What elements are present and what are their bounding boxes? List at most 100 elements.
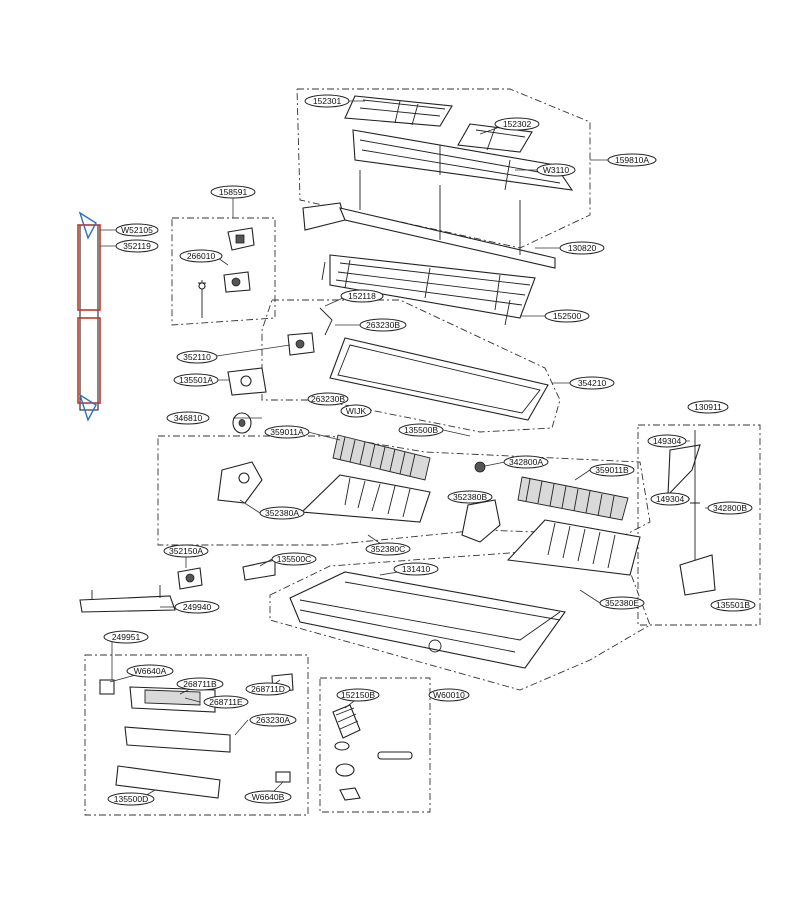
group-boundary-filter-frame xyxy=(261,299,561,433)
motor-bracket-group xyxy=(198,227,255,318)
label-152301: 152301 xyxy=(304,94,350,108)
label-352110: 352110 xyxy=(176,350,218,364)
svg-text:W60010: W60010 xyxy=(433,690,465,700)
label-152150b: 152150B xyxy=(336,688,380,702)
label-135500c: 135500C xyxy=(271,552,317,566)
svg-text:149304: 149304 xyxy=(653,436,682,446)
label-w3110: W3110 xyxy=(536,163,576,177)
label-346810: 346810 xyxy=(166,411,210,425)
label-266010: 266010 xyxy=(179,249,223,263)
label-152118: 152118 xyxy=(340,289,384,303)
label-135501a: 135501A xyxy=(173,373,219,387)
label-342800b: 342800B xyxy=(707,501,753,515)
label-131410: 131410 xyxy=(393,562,439,576)
wiring-strip-left xyxy=(77,211,101,422)
label-152302: 152302 xyxy=(494,117,540,131)
label-268711e: 268711E xyxy=(203,695,249,709)
label-249951: 249951 xyxy=(103,630,149,644)
label-135500b: 135500B xyxy=(398,423,444,437)
label-354210: 354210 xyxy=(569,376,615,390)
svg-text:352150A: 352150A xyxy=(169,546,203,556)
filter-frame-left xyxy=(344,95,453,127)
svg-text:W6640B: W6640B xyxy=(252,792,285,802)
cross-flow-fan-right xyxy=(517,476,629,521)
label-352150a: 352150A xyxy=(163,544,209,558)
svg-text:131410: 131410 xyxy=(402,564,431,574)
svg-text:352380C: 352380C xyxy=(371,544,406,554)
cross-flow-fan-left xyxy=(332,434,431,481)
group-boundary-chassis xyxy=(269,544,651,691)
label-130820: 130820 xyxy=(559,241,605,255)
svg-text:135500B: 135500B xyxy=(404,425,438,435)
label-w6640b: W6640B xyxy=(244,790,292,804)
label-152500: 152500 xyxy=(544,309,590,323)
label-352119: 352119 xyxy=(115,239,159,253)
bracket-135500c xyxy=(242,559,276,581)
label-359011b: 359011B xyxy=(589,463,635,477)
fan-coupling xyxy=(474,461,486,473)
svg-text:W3110: W3110 xyxy=(543,165,570,175)
group-boundary-accessories xyxy=(319,677,431,813)
svg-text:263230B: 263230B xyxy=(311,394,345,404)
svg-text:152301: 152301 xyxy=(313,96,342,106)
grille-bar xyxy=(302,170,556,269)
svg-text:135501A: 135501A xyxy=(179,375,213,385)
svg-text:359011B: 359011B xyxy=(595,465,629,475)
svg-text:342800A: 342800A xyxy=(509,457,543,467)
svg-text:346810: 346810 xyxy=(174,413,203,423)
svg-text:352119: 352119 xyxy=(123,241,151,251)
label-263230b-2: 263230B xyxy=(307,392,349,406)
control-box-parts xyxy=(99,673,294,799)
svg-text:268711B: 268711B xyxy=(183,679,217,689)
svg-text:249940: 249940 xyxy=(183,602,212,612)
svg-text:149304: 149304 xyxy=(656,494,685,504)
label-268711d: 268711D xyxy=(245,682,291,696)
svg-text:249951: 249951 xyxy=(112,632,141,642)
label-352380b: 352380B xyxy=(447,490,493,504)
label-135500d: 135500D xyxy=(107,792,155,806)
stepper-motor-left xyxy=(287,307,333,356)
svg-text:263230A: 263230A xyxy=(256,715,290,725)
label-352380c: 352380C xyxy=(365,542,411,556)
group-boundary-fan xyxy=(157,435,651,546)
label-352380a: 352380A xyxy=(259,506,305,520)
stabilizer-right xyxy=(506,519,641,576)
discharge-louver-assembly xyxy=(321,254,536,326)
label-w6640a: W6640A xyxy=(126,664,174,678)
bearing-346810 xyxy=(232,412,252,434)
label-159810a: 159810A xyxy=(607,153,657,167)
label-342800a: 342800A xyxy=(503,455,549,469)
svg-text:352380A: 352380A xyxy=(265,508,299,518)
svg-text:354210: 354210 xyxy=(578,378,607,388)
label-352380e: 352380E xyxy=(599,596,645,610)
svg-text:152302: 152302 xyxy=(503,119,532,129)
svg-text:268711D: 268711D xyxy=(251,684,285,694)
svg-text:130911: 130911 xyxy=(694,402,722,412)
group-boundary-top-filter xyxy=(296,88,591,249)
label-149304-a: 149304 xyxy=(647,434,687,448)
svg-text:159810A: 159810A xyxy=(615,155,649,165)
step-motor-352150a xyxy=(177,567,203,590)
svg-text:135500C: 135500C xyxy=(277,554,312,564)
svg-text:152118: 152118 xyxy=(348,291,376,301)
svg-text:268711E: 268711E xyxy=(209,697,243,707)
label-359011a: 359011A xyxy=(264,425,310,439)
label-149304-b: 149304 xyxy=(650,492,690,506)
svg-text:W52105: W52105 xyxy=(121,225,153,235)
label-130911: 130911 xyxy=(687,400,729,414)
svg-text:W6640A: W6640A xyxy=(134,666,167,676)
label-268711b: 268711B xyxy=(176,677,224,691)
label-135501b: 135501B xyxy=(710,598,756,612)
filter-tray xyxy=(352,129,574,191)
main-chassis xyxy=(289,571,566,669)
svg-text:135500D: 135500D xyxy=(114,794,149,804)
svg-text:152500: 152500 xyxy=(553,311,582,321)
side-bracket-right xyxy=(667,430,716,596)
svg-text:135501B: 135501B xyxy=(716,600,750,610)
svg-text:359011A: 359011A xyxy=(270,427,304,437)
air-filter-panel xyxy=(329,337,549,421)
plate-249940 xyxy=(79,585,176,613)
svg-text:342800B: 342800B xyxy=(713,503,747,513)
motor-cover-left xyxy=(217,461,263,504)
